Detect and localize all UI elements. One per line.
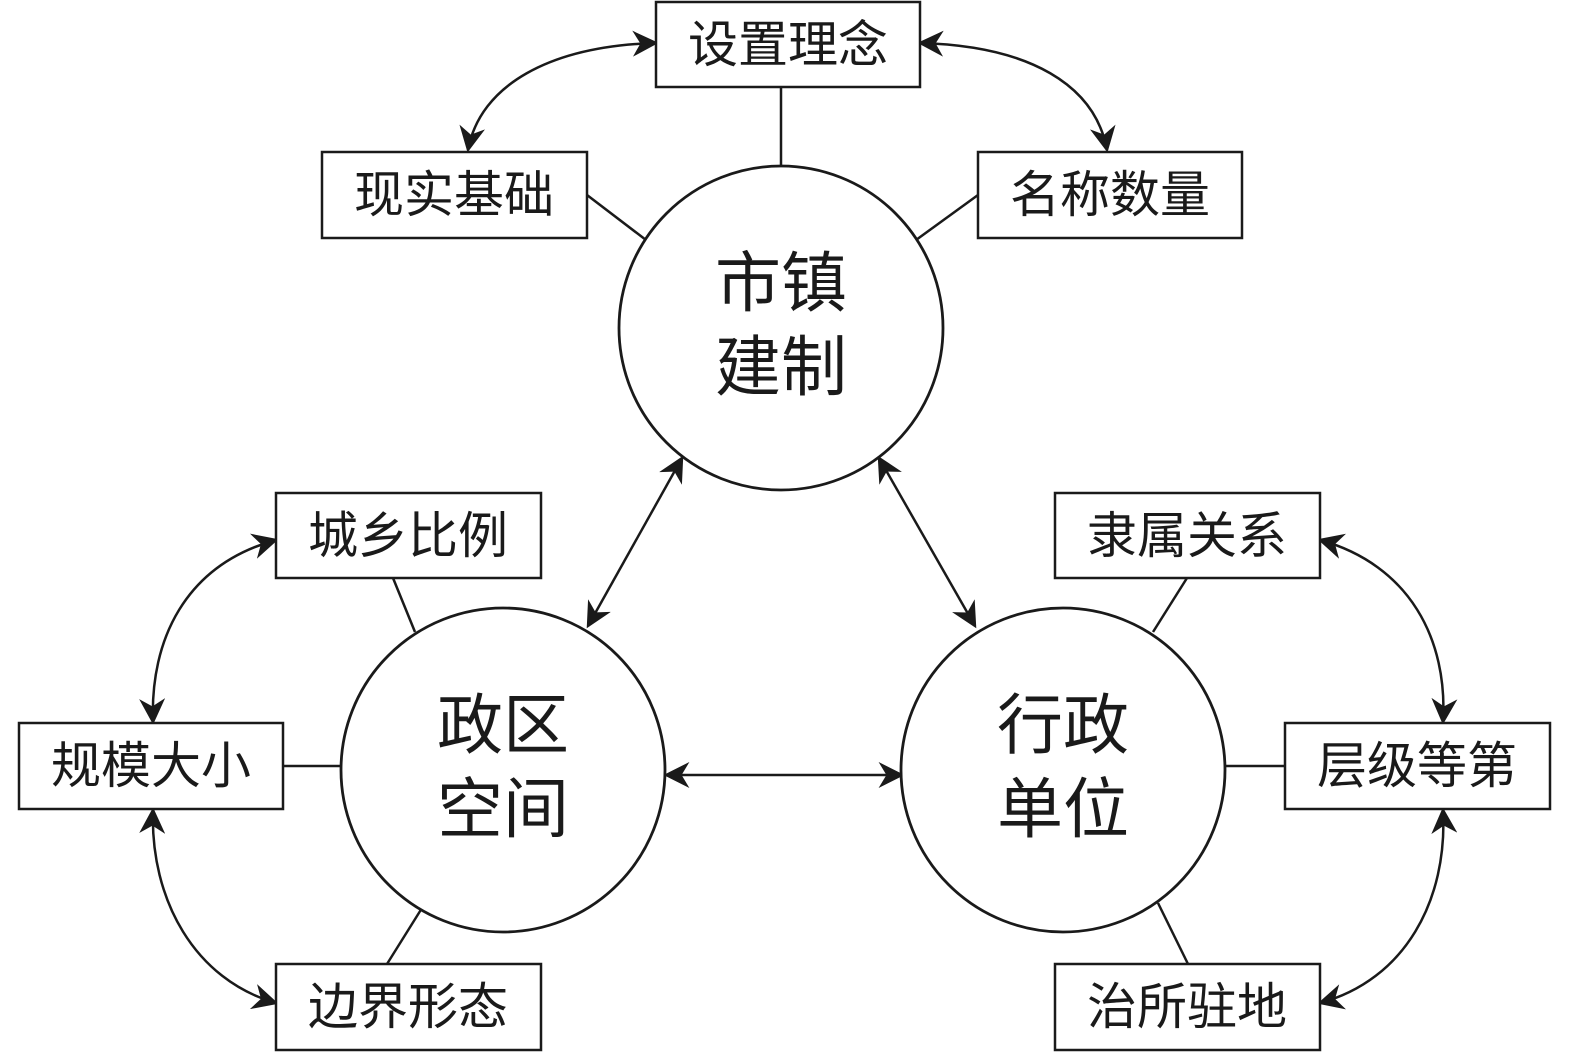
arrow-scale-boundary: [139, 807, 279, 1010]
box-concept-label: 设置理念: [688, 16, 888, 74]
hub-unit: 行政 单位: [899, 606, 1227, 934]
arrow-hierarchy-seat: [1317, 807, 1458, 1010]
hub-arrows: [586, 455, 977, 788]
hub-space: 政区 空间: [339, 606, 667, 934]
box-scale-label: 规模大小: [51, 737, 251, 795]
box-seat: 治所驻地: [1053, 962, 1322, 1052]
arrow-urbanratio-scale: [139, 533, 279, 725]
box-urban-ratio-label: 城乡比例: [308, 507, 508, 565]
arrow-concept-namecount: [917, 30, 1116, 153]
connector-space-boundary: [385, 907, 424, 965]
box-foundation-label: 现实基础: [354, 166, 554, 224]
box-urban-ratio: 城乡比例: [274, 491, 543, 580]
arrow-concept-foundation: [459, 30, 659, 153]
hub-unit-line2: 单位: [997, 771, 1129, 848]
box-foundation: 现实基础: [320, 150, 589, 240]
box-hierarchy: 层级等第: [1283, 721, 1552, 811]
connector-town-foundation: [586, 194, 647, 241]
box-affiliation-label: 隶属关系: [1087, 507, 1287, 565]
arrow-affiliation-hierarchy: [1317, 533, 1458, 725]
box-scale: 规模大小: [17, 721, 285, 811]
box-affiliation: 隶属关系: [1053, 491, 1322, 580]
connector-lines: [283, 87, 1285, 965]
hub-town-line2: 建制: [715, 329, 847, 406]
box-name-count-label: 名称数量: [1010, 166, 1210, 224]
arrow-town-space: [586, 455, 684, 629]
connector-space-urbanratio: [391, 577, 417, 633]
hub-space-line2: 空间: [437, 771, 569, 848]
box-name-count: 名称数量: [976, 150, 1244, 240]
box-boundary-label: 边界形态: [308, 978, 508, 1036]
hub-unit-line1: 行政: [997, 687, 1129, 764]
connector-unit-seat: [1156, 902, 1190, 965]
connector-town-namecount: [915, 193, 979, 242]
arrow-town-unit: [877, 455, 977, 629]
connector-unit-affiliation: [1151, 577, 1189, 633]
hub-space-line1: 政区: [437, 687, 569, 764]
box-boundary: 边界形态: [274, 962, 543, 1052]
hub-town-line1: 市镇: [715, 245, 847, 322]
box-hierarchy-label: 层级等第: [1317, 737, 1517, 795]
curved-arrows: [139, 30, 1458, 1010]
hub-town: 市镇 建制: [617, 164, 945, 492]
box-concept: 设置理念: [654, 0, 922, 89]
box-seat-label: 治所驻地: [1087, 978, 1287, 1036]
